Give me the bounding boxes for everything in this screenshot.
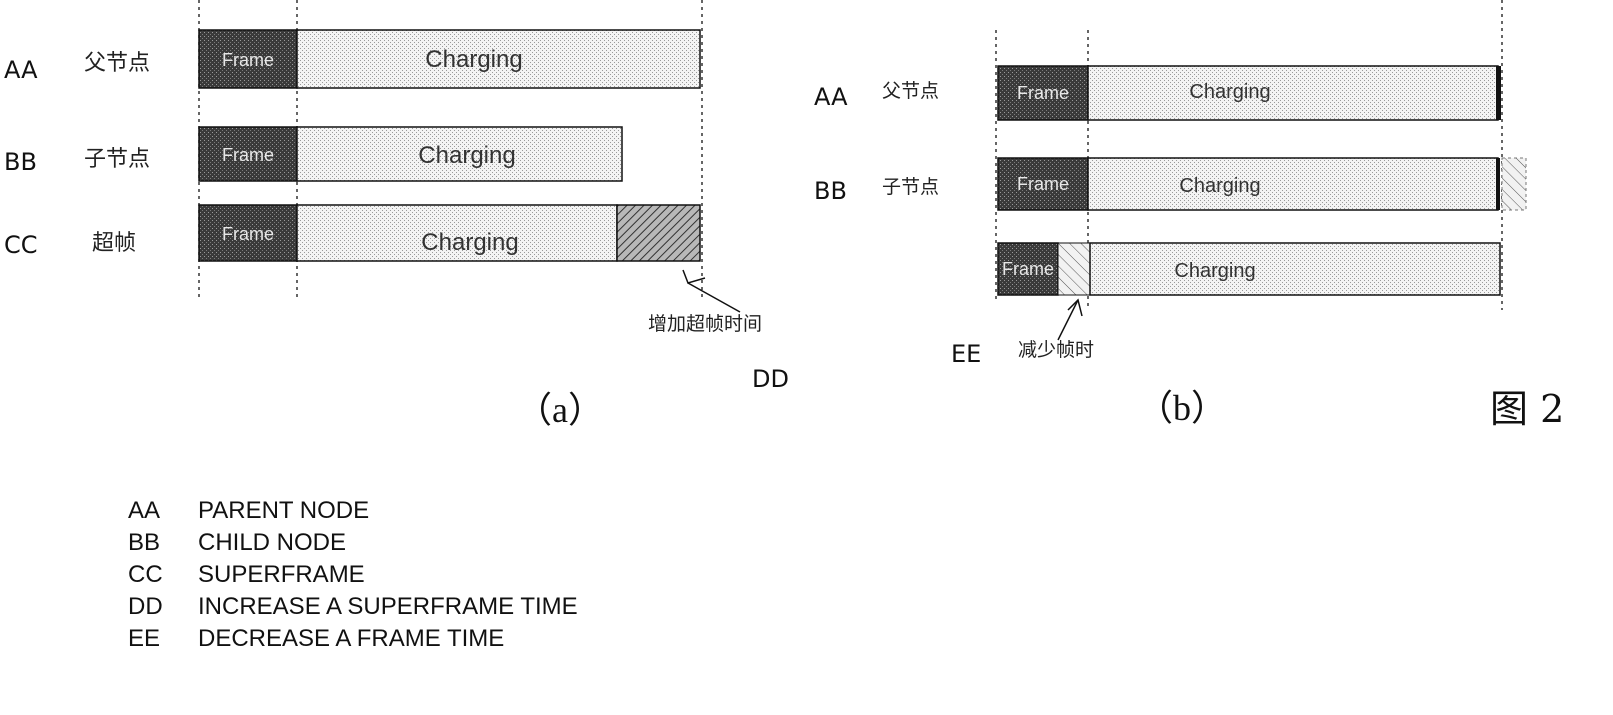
legend-text: DECREASE A FRAME TIME xyxy=(198,625,505,652)
panel-caption: （a） xyxy=(516,390,604,430)
legend-text: CHILD NODE xyxy=(198,529,347,556)
row-superframe: CC 超帧 Frame Charging xyxy=(4,204,701,262)
segment-end-marker xyxy=(1496,158,1500,210)
panel-caption: （b） xyxy=(1137,388,1227,428)
row-code: BB xyxy=(814,177,847,205)
frame-reduction-segment xyxy=(1057,242,1091,296)
legend-item: EE DECREASE A FRAME TIME xyxy=(128,623,578,655)
charging-label: Charging xyxy=(418,142,515,169)
annotation-decrease-frame: 减少帧时 EE xyxy=(951,298,1094,368)
row-child-node: BB 子节点 Frame Charging xyxy=(814,157,1527,211)
annotation-code: DD xyxy=(752,365,789,393)
legend-code: BB xyxy=(128,529,161,556)
frame-label: Frame xyxy=(1017,83,1069,103)
legend-text: PARENT NODE xyxy=(198,497,370,524)
frame-label: Frame xyxy=(222,145,274,165)
superframe-timing-diagram: AA 父节点 Frame Charging BB 子节点 Frame Charg… xyxy=(4,0,1564,431)
frame-segment xyxy=(198,29,298,89)
legend-code: CC xyxy=(128,561,163,588)
legend-item: BB CHILD NODE xyxy=(128,527,578,559)
charging-label: Charging xyxy=(1174,260,1255,282)
charging-segment xyxy=(296,29,701,89)
row-code: AA xyxy=(814,83,848,111)
row-code: AA xyxy=(4,56,38,84)
charging-segment xyxy=(296,126,623,182)
row-parent-node: AA 父节点 Frame Charging xyxy=(4,29,701,89)
charging-label: Charging xyxy=(1179,175,1260,197)
row-parent-node: AA 父节点 Frame Charging xyxy=(814,65,1501,121)
row-superframe: Frame Charging xyxy=(997,242,1501,296)
annotation-leader xyxy=(1057,299,1079,341)
row-code: BB xyxy=(4,148,37,176)
annotation-arrow xyxy=(1067,298,1083,317)
legend-code: AA xyxy=(128,497,161,524)
segment-end-marker xyxy=(1496,66,1501,120)
charging-segment xyxy=(1089,242,1501,296)
legend-code: DD xyxy=(128,593,163,620)
charging-label: Charging xyxy=(421,229,518,256)
legend: AA PARENT NODE BB CHILD NODE CC SUPERFRA… xyxy=(128,495,578,655)
charging-label: Charging xyxy=(1189,81,1270,103)
charging-segment xyxy=(296,204,618,262)
annotation-increase-superframe: 增加超帧时间 DD xyxy=(648,269,789,393)
frame-label: Frame xyxy=(222,50,274,70)
frame-label: Frame xyxy=(1017,174,1069,194)
row-child-node: BB 子节点 Frame Charging xyxy=(4,126,623,182)
row-label: 子节点 xyxy=(882,176,939,198)
charging-segment xyxy=(1087,157,1499,211)
panel-b: AA 父节点 Frame Charging BB 子节点 Frame Charg… xyxy=(814,0,1527,428)
legend-item: DD INCREASE A SUPERFRAME TIME xyxy=(128,591,578,623)
legend-text: INCREASE A SUPERFRAME TIME xyxy=(198,593,578,620)
row-label: 子节点 xyxy=(84,147,150,172)
frame-segment xyxy=(997,157,1089,211)
annotation-label: 减少帧时 xyxy=(1018,339,1094,361)
row-label: 超帧 xyxy=(92,231,136,256)
frame-label: Frame xyxy=(222,224,274,244)
annotation-label: 增加超帧时间 xyxy=(648,313,762,335)
frame-segment xyxy=(198,126,298,182)
legend-item: CC SUPERFRAME xyxy=(128,559,578,591)
row-code: CC xyxy=(4,231,38,259)
figure-number: 图 2 xyxy=(1490,387,1564,431)
charging-segment xyxy=(1087,65,1499,121)
annotation-leader xyxy=(687,282,741,313)
charging-label: Charging xyxy=(425,46,522,73)
next-frame-segment xyxy=(1501,157,1527,211)
annotation-code: EE xyxy=(951,340,981,368)
legend-code: EE xyxy=(128,625,161,652)
frame-segment xyxy=(997,242,1059,296)
legend-item: AA PARENT NODE xyxy=(128,495,578,527)
panel-a: AA 父节点 Frame Charging BB 子节点 Frame Charg… xyxy=(4,0,789,430)
superframe-extension-segment xyxy=(616,204,701,262)
row-label: 父节点 xyxy=(84,51,150,76)
row-label: 父节点 xyxy=(882,80,939,102)
frame-label: Frame xyxy=(1002,259,1054,279)
legend-text: SUPERFRAME xyxy=(198,561,365,588)
